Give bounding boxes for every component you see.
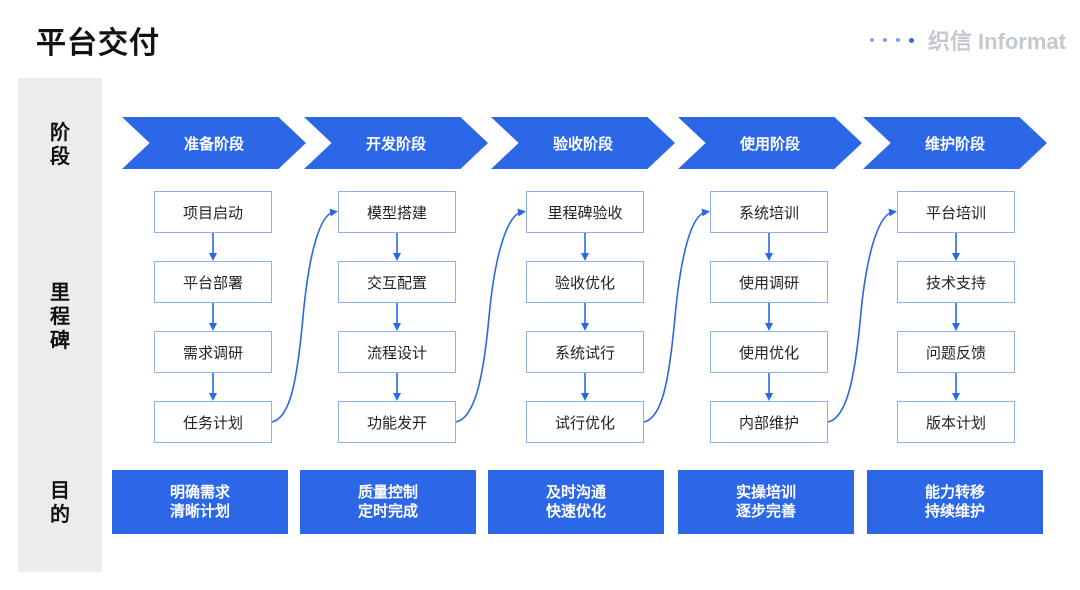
row-label-milestone: 里程碑 bbox=[18, 280, 102, 352]
dot bbox=[882, 38, 887, 42]
milestone-box: 使用调研 bbox=[710, 261, 828, 303]
milestone-label: 平台部署 bbox=[182, 273, 243, 292]
milestone-label: 版本计划 bbox=[925, 413, 986, 432]
milestone-box: 平台培训 bbox=[897, 191, 1015, 233]
milestone-box: 平台部署 bbox=[154, 261, 272, 303]
goal-line: 清晰计划 bbox=[169, 502, 230, 520]
row-label-panel bbox=[18, 78, 102, 572]
milestone-box: 技术支持 bbox=[897, 261, 1015, 303]
milestone-box: 系统试行 bbox=[526, 331, 644, 373]
dot bbox=[908, 37, 914, 43]
brand-logo: 织信 Informat bbox=[869, 24, 1066, 56]
goal-box: 及时沟通快速优化 bbox=[488, 470, 664, 534]
milestone-label: 功能发开 bbox=[366, 413, 427, 432]
milestone-box: 问题反馈 bbox=[897, 331, 1015, 373]
stage-chevron: 开发阶段 bbox=[304, 117, 488, 169]
row-label-char: 程 bbox=[50, 304, 70, 328]
milestone-label: 需求调研 bbox=[182, 343, 243, 362]
goal-line: 质量控制 bbox=[357, 483, 418, 501]
stage-label: 使用阶段 bbox=[739, 134, 800, 153]
milestone-box: 需求调研 bbox=[154, 331, 272, 373]
stage-label: 开发阶段 bbox=[365, 134, 426, 153]
row-label-char: 目 bbox=[50, 478, 70, 502]
milestone-label: 里程碑验收 bbox=[547, 203, 623, 222]
row-label-char: 阶 bbox=[50, 120, 70, 144]
milestone-label: 试行优化 bbox=[554, 413, 615, 432]
stage-chevron: 准备阶段 bbox=[122, 117, 306, 169]
milestone-box: 项目启动 bbox=[154, 191, 272, 233]
milestone-box: 里程碑验收 bbox=[526, 191, 644, 233]
dots-decoration bbox=[869, 37, 914, 43]
stage-label: 验收阶段 bbox=[552, 134, 613, 153]
row-label-char: 里 bbox=[50, 280, 70, 304]
milestone-box: 试行优化 bbox=[526, 401, 644, 443]
milestone-label: 平台培训 bbox=[925, 203, 986, 222]
milestone-box: 流程设计 bbox=[338, 331, 456, 373]
stage-chevron: 维护阶段 bbox=[863, 117, 1047, 169]
goal-box: 实操培训逐步完善 bbox=[678, 470, 854, 534]
column-connector-curve bbox=[827, 208, 897, 423]
goal-line: 逐步完善 bbox=[735, 502, 796, 520]
milestone-label: 使用优化 bbox=[738, 343, 799, 362]
column-connector-curve bbox=[455, 208, 526, 423]
goal-line: 实操培训 bbox=[735, 483, 796, 501]
milestone-label: 系统培训 bbox=[738, 203, 799, 222]
milestone-label: 使用调研 bbox=[738, 273, 799, 292]
goal-line: 定时完成 bbox=[357, 502, 418, 520]
row-label-char: 碑 bbox=[50, 328, 70, 352]
row-label-char: 的 bbox=[50, 502, 70, 526]
milestone-box: 任务计划 bbox=[154, 401, 272, 443]
milestone-box: 交互配置 bbox=[338, 261, 456, 303]
stage-label: 准备阶段 bbox=[183, 134, 244, 153]
milestone-label: 模型搭建 bbox=[366, 203, 427, 222]
column-connector-curve bbox=[643, 208, 710, 423]
milestone-box: 功能发开 bbox=[338, 401, 456, 443]
stage-chevron: 验收阶段 bbox=[491, 117, 675, 169]
milestone-label: 问题反馈 bbox=[925, 343, 986, 362]
milestone-label: 项目启动 bbox=[182, 203, 243, 222]
milestone-label: 技术支持 bbox=[925, 273, 986, 292]
goal-box: 明确需求清晰计划 bbox=[112, 470, 288, 534]
milestone-label: 交互配置 bbox=[366, 273, 427, 292]
milestone-label: 流程设计 bbox=[366, 343, 427, 362]
goal-line: 能力转移 bbox=[924, 483, 985, 501]
column-connector-curve bbox=[271, 208, 338, 423]
milestone-label: 内部维护 bbox=[738, 413, 799, 432]
goal-box: 质量控制定时完成 bbox=[300, 470, 476, 534]
goal-box: 能力转移持续维护 bbox=[867, 470, 1043, 534]
dot bbox=[869, 38, 874, 42]
dot bbox=[895, 38, 900, 42]
goal-line: 明确需求 bbox=[169, 483, 230, 501]
milestone-box: 模型搭建 bbox=[338, 191, 456, 233]
stage-label: 维护阶段 bbox=[924, 134, 985, 153]
milestone-box: 版本计划 bbox=[897, 401, 1015, 443]
row-label-char: 段 bbox=[50, 144, 70, 168]
milestone-box: 内部维护 bbox=[710, 401, 828, 443]
row-label-goal: 目的 bbox=[18, 478, 102, 526]
milestone-box: 系统培训 bbox=[710, 191, 828, 233]
stage-chevron: 使用阶段 bbox=[678, 117, 862, 169]
page-title: 平台交付 bbox=[36, 26, 160, 61]
brand-text: 织信 Informat bbox=[927, 29, 1066, 54]
milestone-label: 验收优化 bbox=[554, 273, 615, 292]
row-label-stage: 阶段 bbox=[18, 120, 102, 168]
milestone-label: 系统试行 bbox=[554, 343, 615, 362]
milestone-label: 任务计划 bbox=[182, 413, 243, 432]
goal-line: 持续维护 bbox=[924, 502, 985, 520]
goal-line: 及时沟通 bbox=[545, 483, 606, 501]
goal-line: 快速优化 bbox=[545, 502, 606, 520]
milestone-box: 验收优化 bbox=[526, 261, 644, 303]
milestone-box: 使用优化 bbox=[710, 331, 828, 373]
